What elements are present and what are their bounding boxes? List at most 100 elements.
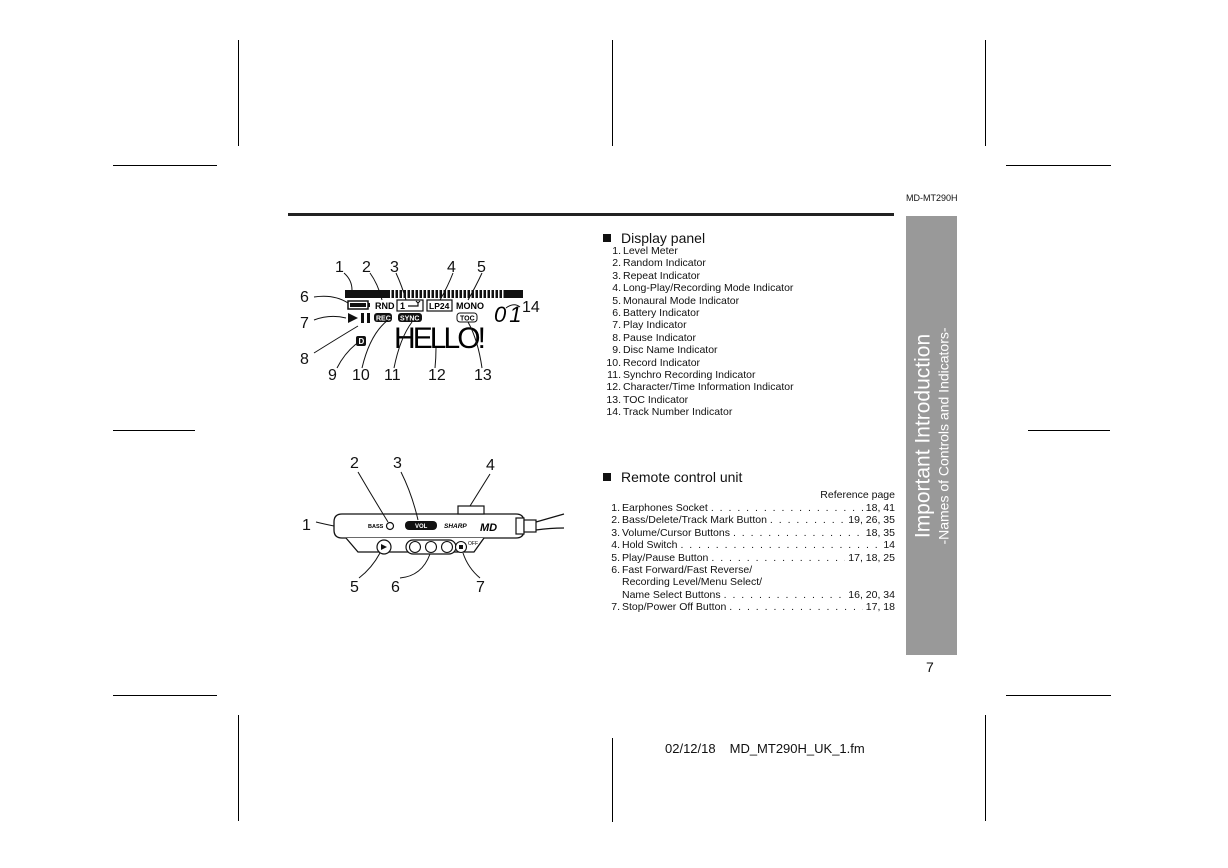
list-item: 3.Volume/Cursor Buttons. . . . . . . . .… bbox=[611, 526, 895, 539]
repeat-icon bbox=[408, 300, 421, 307]
side-subtitle: -Names of Controls and Indicators- bbox=[935, 327, 952, 545]
remote-callout-2: 2 bbox=[350, 455, 359, 472]
list-item: 6.Battery Indicator bbox=[612, 307, 700, 320]
model-code: MD-MT290H bbox=[906, 193, 958, 203]
list-item: 2.Bass/Delete/Track Mark Button. . . . .… bbox=[611, 514, 895, 527]
side-title: Important Introduction bbox=[911, 333, 935, 539]
callout-13: 13 bbox=[474, 367, 492, 384]
battery-icon bbox=[347, 300, 370, 310]
fast-reverse-button[interactable] bbox=[408, 540, 422, 554]
crop-mark bbox=[113, 165, 217, 166]
remote-heading: Remote control unit bbox=[603, 469, 742, 485]
callout-5: 5 bbox=[477, 259, 486, 276]
remote-list: Reference page 1.Earphones Socket. . . .… bbox=[603, 489, 895, 614]
off-label: OFF bbox=[468, 541, 478, 547]
crop-mark bbox=[612, 40, 613, 146]
md-logo: MD bbox=[480, 522, 497, 534]
bass-button[interactable] bbox=[385, 521, 395, 531]
list-item: Name Select Buttons. . . . . . . . . . .… bbox=[622, 588, 895, 601]
remote-callout-4: 4 bbox=[486, 457, 495, 474]
crop-mark bbox=[1028, 430, 1110, 431]
list-item: 11.Synchro Recording Indicator bbox=[607, 369, 756, 382]
crop-mark bbox=[612, 738, 613, 822]
list-item: 13.TOC Indicator bbox=[606, 393, 689, 406]
list-item: 6.Fast Forward/Fast Reverse/ bbox=[611, 564, 753, 577]
callout-10: 10 bbox=[352, 367, 370, 384]
lcd-toc: TOC bbox=[460, 316, 475, 323]
callout-14: 14 bbox=[522, 299, 540, 316]
hold-switch[interactable] bbox=[457, 505, 485, 515]
crop-mark bbox=[1006, 165, 1111, 166]
pause-icon bbox=[361, 313, 364, 323]
list-item: 9.Disc Name Indicator bbox=[612, 344, 718, 357]
list-item: 4.Long-Play/Recording Mode Indicator bbox=[612, 282, 794, 295]
lcd-d: D bbox=[359, 337, 365, 346]
crop-mark bbox=[1006, 695, 1111, 696]
list-item-continuation: Recording Level/Menu Select/ bbox=[622, 576, 763, 589]
display-panel-list: 1.Level Meter 2.Random Indicator 3.Repea… bbox=[601, 245, 794, 419]
lcd-mono: MONO bbox=[456, 301, 484, 311]
callout-9: 9 bbox=[328, 367, 337, 384]
bass-label: BASS bbox=[368, 524, 384, 530]
lcd-lp: LP24 bbox=[429, 301, 450, 311]
callout-4: 4 bbox=[447, 259, 456, 276]
callout-1: 1 bbox=[335, 259, 344, 276]
callout-7: 7 bbox=[300, 315, 309, 332]
header-rule bbox=[288, 213, 894, 216]
remote-callout-6: 6 bbox=[391, 579, 400, 596]
lcd-rnd: RND bbox=[375, 301, 395, 311]
footer: 02/12/18 MD_MT290H_UK_1.fm bbox=[665, 741, 865, 756]
list-item: 1.Earphones Socket. . . . . . . . . . . … bbox=[611, 502, 895, 514]
lcd-track: 01 bbox=[494, 302, 524, 327]
list-item: 12.Character/Time Information Indicator bbox=[606, 381, 794, 394]
footer-file: MD_MT290H_UK_1.fm bbox=[729, 741, 865, 756]
crop-mark bbox=[238, 715, 239, 821]
volume-buttons[interactable] bbox=[405, 521, 437, 530]
callout-11: 11 bbox=[384, 367, 401, 384]
remote-callout-5: 5 bbox=[350, 579, 359, 596]
crop-mark bbox=[113, 430, 195, 431]
list-item: 8.Pause Indicator bbox=[612, 331, 696, 344]
list-item: 4.Hold Switch. . . . . . . . . . . . . .… bbox=[611, 539, 895, 552]
list-item: 1.Level Meter bbox=[612, 245, 678, 257]
display-panel-heading-text: Display panel bbox=[621, 230, 706, 246]
remote-callout-1: 1 bbox=[302, 517, 311, 534]
lcd-sync: SYNC bbox=[400, 316, 419, 323]
play-icon bbox=[348, 313, 358, 323]
callout-8: 8 bbox=[300, 351, 309, 368]
brand-label: SHARP bbox=[444, 523, 467, 530]
crop-mark bbox=[238, 40, 239, 146]
side-tab bbox=[906, 216, 957, 655]
reference-page-header: Reference page bbox=[820, 489, 895, 501]
fast-forward-button[interactable] bbox=[440, 540, 454, 554]
vol-label: VOL bbox=[415, 524, 428, 530]
crop-mark bbox=[985, 40, 986, 146]
display-panel-heading: Display panel bbox=[603, 230, 705, 246]
footer-date: 02/12/18 bbox=[665, 741, 716, 756]
list-item: 7.Play Indicator bbox=[612, 319, 687, 332]
lcd-rec: REC bbox=[376, 316, 391, 323]
callout-3: 3 bbox=[390, 259, 399, 276]
list-item: 10.Record Indicator bbox=[606, 356, 701, 369]
list-item: 7.Stop/Power Off Button. . . . . . . . .… bbox=[611, 601, 895, 614]
callout-2: 2 bbox=[362, 259, 371, 276]
remote-heading-text: Remote control unit bbox=[621, 469, 743, 485]
list-item: 14.Track Number Indicator bbox=[606, 406, 733, 419]
crop-mark bbox=[113, 695, 217, 696]
crop-mark bbox=[985, 715, 986, 821]
callout-6: 6 bbox=[300, 289, 309, 306]
page-number: 7 bbox=[926, 659, 934, 675]
callout-12: 12 bbox=[428, 367, 446, 384]
list-item: 5.Monaural Mode Indicator bbox=[612, 294, 740, 307]
list-item: 3.Repeat Indicator bbox=[612, 269, 701, 282]
remote-callout-7: 7 bbox=[476, 579, 485, 596]
list-item: 5.Play/Pause Button. . . . . . . . . . .… bbox=[611, 551, 895, 564]
remote-control-diagram: 1 2 3 4 5 6 7 BASS VOL SHARP MD OFF bbox=[302, 455, 565, 596]
menu-select-button[interactable] bbox=[424, 540, 438, 554]
lcd-repeat: 1 bbox=[400, 301, 405, 311]
bullet-square-icon bbox=[603, 473, 611, 481]
bullet-square-icon bbox=[603, 234, 611, 242]
remote-callout-3: 3 bbox=[393, 455, 402, 472]
display-panel-diagram: 1 2 3 4 5 6 7 8 9 10 11 12 13 14 RND bbox=[300, 259, 540, 384]
side-tab-text: Important Introduction -Names of Control… bbox=[912, 221, 953, 651]
